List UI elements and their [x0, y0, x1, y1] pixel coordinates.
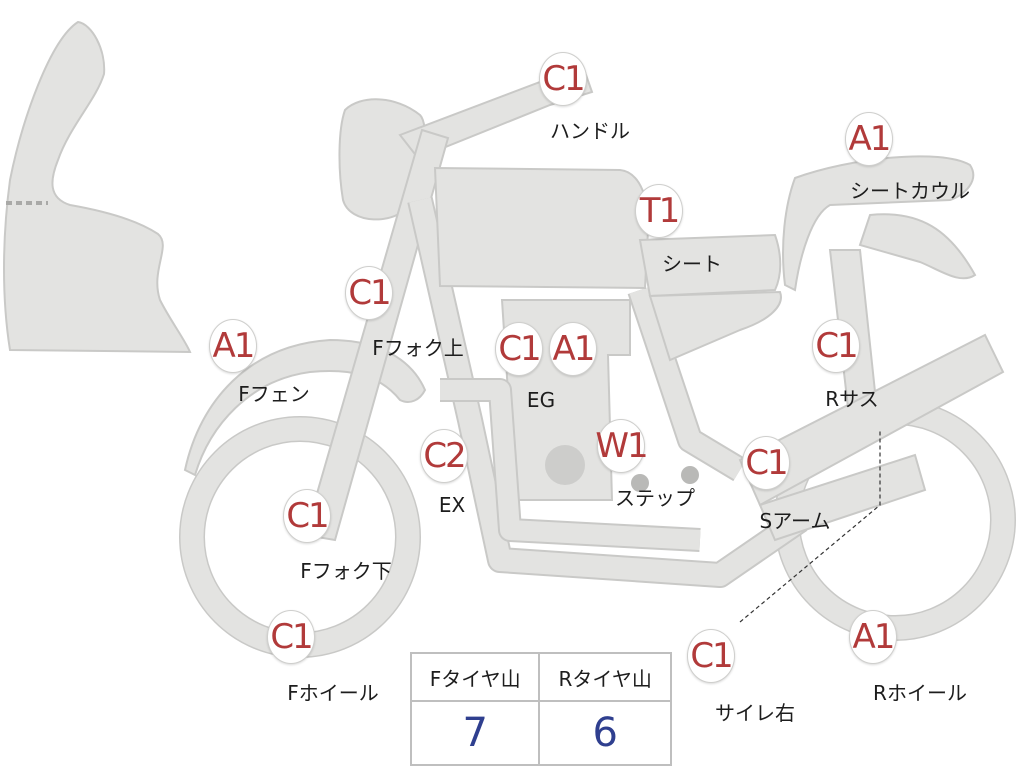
label-front-fender: Fフェン: [238, 382, 310, 406]
badge-exhaust[interactable]: C2: [420, 429, 468, 483]
label-step: ステップ: [615, 486, 695, 510]
front-fork-shape: [303, 128, 450, 542]
label-rear-wheel: Rホイール: [873, 681, 967, 705]
rear-tread-value: 6: [538, 700, 672, 766]
badge-fork-lower[interactable]: C1: [283, 489, 331, 543]
badge-rear-suspension[interactable]: C1: [812, 319, 860, 373]
badge-front-wheel[interactable]: C1: [267, 610, 315, 664]
badge-fork-upper[interactable]: C1: [345, 266, 393, 320]
rear-tread-header: Rタイヤ山: [538, 652, 672, 702]
badge-silencer-right[interactable]: C1: [687, 629, 735, 683]
badge-engine-a[interactable]: A1: [549, 322, 597, 376]
tire-tread-table: Fタイヤ山 Rタイヤ山 7 6: [409, 652, 672, 766]
badge-rear-wheel[interactable]: A1: [849, 610, 897, 664]
frame-fill: [409, 197, 807, 586]
engine-cover: [545, 445, 585, 485]
label-engine: EG: [526, 388, 556, 412]
seat-shape: [638, 233, 782, 298]
label-swing-arm: Sアーム: [759, 509, 831, 533]
rear-cowl-tail: [858, 213, 977, 280]
label-fork-upper: Fフォク上: [372, 336, 464, 360]
label-rear-suspension: Rサス: [825, 387, 879, 411]
badge-seat[interactable]: T1: [635, 184, 683, 238]
label-fork-lower: Fフォク下: [300, 559, 392, 583]
badge-seat-cowl[interactable]: A1: [845, 112, 893, 166]
front-tread-header: Fタイヤ山: [409, 652, 541, 702]
badge-swing-arm[interactable]: C1: [742, 436, 790, 490]
badge-engine-c[interactable]: C1: [495, 322, 543, 376]
badge-step[interactable]: W1: [595, 419, 649, 473]
seat-cowl-shape: [782, 155, 975, 292]
label-silencer-right: サイレ右: [715, 701, 795, 725]
label-seat-cowl: シートカウル: [850, 179, 970, 203]
swing-arm-shape: [738, 333, 1005, 507]
fuel-tank-shape: [433, 166, 650, 290]
tread-value-row: 7 6: [409, 700, 672, 766]
step-peg-1: [631, 474, 649, 492]
label-exhaust: EX: [438, 493, 466, 517]
badge-handle[interactable]: C1: [539, 52, 587, 106]
label-front-wheel: Fホイール: [287, 681, 379, 705]
exhaust-fill: [440, 380, 701, 550]
badge-front-fender[interactable]: A1: [209, 319, 257, 373]
fairing-shape: [3, 20, 192, 354]
silencer-shape: [758, 453, 927, 542]
label-handle: ハンドル: [550, 119, 630, 143]
tread-header-row: Fタイヤ山 Rタイヤ山: [409, 652, 672, 702]
step-peg-2: [681, 466, 699, 484]
rear-subframe-shape: [648, 290, 782, 362]
front-tread-value: 7: [409, 700, 541, 766]
silencer-leader-line: [739, 430, 881, 623]
label-seat: シート: [662, 252, 722, 276]
